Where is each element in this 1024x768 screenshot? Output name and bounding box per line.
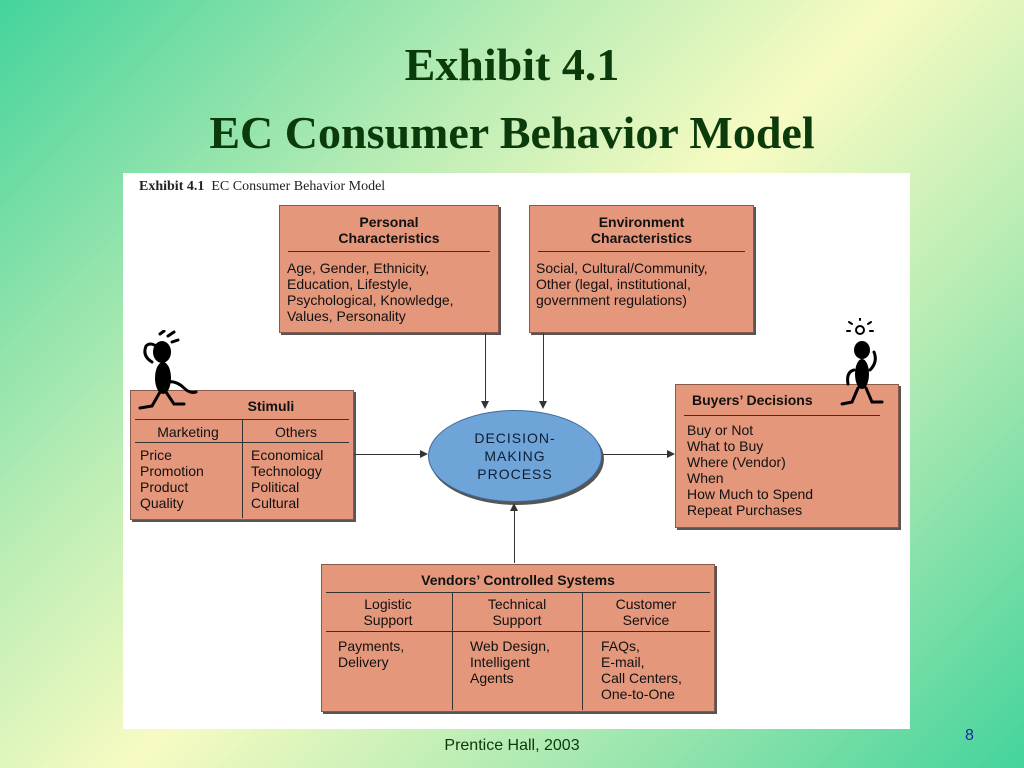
buyers-decisions-body: Buy or Not What to Buy Where (Vendor) Wh…: [687, 422, 814, 518]
stimuli-others-header: Others: [274, 424, 317, 440]
arrow-stimuli-to-process: [354, 454, 420, 455]
vendors-customer-body: FAQs, E-mail, Call Centers, One-to-One: [601, 638, 682, 702]
stimuli-others-body: Economical Technology Political Cultural: [251, 447, 324, 511]
decision-making-process-oval: DECISION- MAKING PROCESS: [428, 410, 602, 502]
stimuli-column-divider: [242, 420, 243, 518]
vendors-column-divider-2: [582, 593, 583, 710]
vendors-technical-header: Technical Support: [487, 596, 547, 628]
vendors-customer-header: Customer Service: [615, 596, 677, 628]
environment-divider: [538, 251, 745, 252]
buyers-decisions-box: Buyers’ Decisions Buy or Not What to Buy…: [675, 384, 899, 528]
vendors-column-divider-1: [452, 593, 453, 710]
exhibit-caption: Exhibit 4.1 EC Consumer Behavior Model: [139, 179, 385, 195]
vendors-divider-mid: [326, 631, 710, 632]
diagram-panel: Exhibit 4.1 EC Consumer Behavior Model P…: [123, 173, 910, 729]
environment-characteristics-header: Environment Characteristics: [590, 214, 693, 246]
vendors-controlled-systems-box: Vendors’ Controlled Systems Logistic Sup…: [321, 564, 715, 712]
stimuli-marketing-body: Price Promotion Product Quality: [140, 447, 204, 511]
page-number: 8: [965, 727, 974, 744]
arrowhead-environment: [539, 401, 547, 409]
personal-divider: [288, 251, 490, 252]
vendors-logistic-body: Payments, Delivery: [338, 638, 405, 670]
personal-characteristics-header: Personal Characteristics: [338, 214, 440, 246]
vendors-logistic-header: Logistic Support: [363, 596, 413, 628]
vendors-divider-top: [326, 592, 710, 593]
confused-stick-figure-icon: [138, 330, 198, 410]
buyers-divider: [684, 415, 880, 416]
vendors-header: Vendors’ Controlled Systems: [421, 572, 615, 588]
arrow-environment-to-process: [543, 333, 544, 401]
stimuli-marketing-header: Marketing: [157, 424, 219, 440]
buyers-decisions-header: Buyers’ Decisions: [692, 392, 813, 408]
stimuli-header: Stimuli: [247, 398, 295, 414]
exhibit-label: Exhibit 4.1: [139, 179, 205, 194]
arrow-process-to-buyers: [603, 454, 667, 455]
arrowhead-personal: [481, 401, 489, 409]
environment-characteristics-box: Environment Characteristics Social, Cult…: [529, 205, 754, 333]
exhibit-title: EC Consumer Behavior Model: [211, 179, 386, 194]
stimuli-box: Stimuli Marketing Others Price Promotion…: [130, 390, 354, 520]
stimuli-divider-top: [135, 419, 349, 420]
arrow-personal-to-process: [485, 333, 486, 401]
vendors-technical-body: Web Design, Intelligent Agents: [470, 638, 550, 686]
idea-stick-figure-icon: [840, 318, 884, 406]
arrowhead-vendors: [510, 503, 518, 511]
environment-characteristics-body: Social, Cultural/Community, Other (legal…: [536, 260, 708, 308]
slide-title-line2: EC Consumer Behavior Model: [209, 107, 815, 158]
personal-characteristics-body: Age, Gender, Ethnicity, Education, Lifes…: [287, 260, 454, 324]
personal-characteristics-box: Personal Characteristics Age, Gender, Et…: [279, 205, 499, 333]
footer-credit: Prentice Hall, 2003: [444, 737, 580, 754]
arrow-vendors-to-process: [514, 511, 515, 563]
arrowhead-stimuli: [420, 450, 428, 458]
slide-title-line1: Exhibit 4.1: [404, 39, 620, 90]
arrowhead-buyers: [667, 450, 675, 458]
